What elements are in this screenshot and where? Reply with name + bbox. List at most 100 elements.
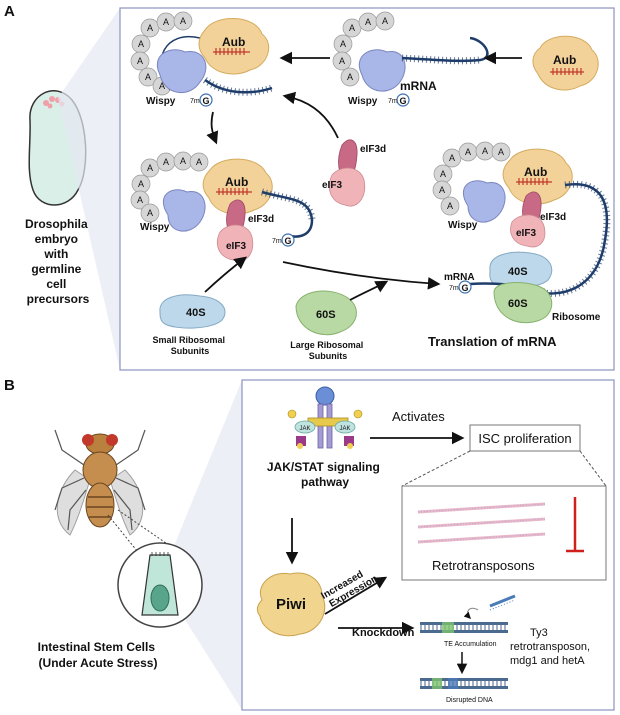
svg-text:G: G: [284, 236, 291, 246]
mrna-label-top: mRNA: [400, 79, 437, 93]
svg-text:A: A: [137, 56, 143, 66]
svg-text:A: A: [159, 81, 165, 91]
svg-text:7m: 7m: [272, 238, 282, 245]
svg-text:A: A: [365, 17, 371, 27]
svg-text:A: A: [447, 201, 453, 211]
piwi-protein: Piwi: [256, 572, 326, 637]
eif3d-label-3: eIF3d: [248, 214, 274, 225]
svg-text:JAK: JAK: [339, 426, 350, 432]
mrna-label-bottom: mRNA: [444, 272, 475, 283]
wispy-label-1: Wispy: [146, 96, 176, 107]
disrupted-dna: [420, 678, 508, 689]
svg-text:40S: 40S: [508, 266, 528, 278]
svg-text:A: A: [138, 179, 144, 189]
svg-text:A: A: [347, 72, 353, 82]
svg-text:A: A: [196, 157, 202, 167]
svg-text:A: A: [340, 39, 346, 49]
aub-label-free: Aub: [553, 53, 576, 67]
svg-text:A: A: [163, 17, 169, 27]
svg-text:7m: 7m: [449, 285, 459, 292]
eif3-label-4: eIF3: [516, 228, 536, 239]
activates-label: Activates: [392, 409, 445, 424]
wispy-label-2: Wispy: [348, 96, 378, 107]
aub-free: Aub: [532, 35, 599, 91]
stem-cell-illustration: [117, 542, 203, 628]
knockdown-label: Knockdown: [352, 627, 415, 639]
ribosome-label: Ribosome: [552, 312, 601, 323]
svg-text:Small Ribosomal Subunits: Small Ribosomal Subunits: [152, 335, 227, 356]
stem-cell-caption: Intestinal Stem Cells (Under Acute Stres…: [38, 640, 159, 670]
inhibition-symbol: [566, 497, 584, 553]
svg-text:A: A: [180, 156, 186, 166]
jak-stat-receptor: JAK JAK: [287, 386, 363, 449]
svg-text:7m: 7m: [388, 98, 398, 105]
eif3-label-free: eIF3: [322, 180, 342, 191]
arrow-60s-to-ribosome: [349, 280, 389, 301]
svg-text:A: A: [147, 208, 153, 218]
isc-zoom-line-2: [579, 450, 607, 487]
svg-text:A: A: [145, 72, 151, 82]
arrow-down-left: [206, 111, 219, 145]
aub-label-1: Aub: [222, 35, 245, 49]
eif3d-label-4: eIF3d: [540, 212, 566, 223]
svg-text:60S: 60S: [508, 298, 528, 310]
svg-text:7m: 7m: [190, 98, 200, 105]
disrupted-dna-label: Disrupted DNA: [446, 697, 493, 704]
svg-text:A: A: [339, 56, 345, 66]
eif3-free: eIF3d eIF3: [322, 139, 386, 207]
subunit-40s-free: 40S Small Ribosomal Subunits: [152, 294, 227, 356]
svg-text:A: A: [482, 146, 488, 156]
arrow-40s-to-complex: [204, 256, 247, 293]
svg-text:A: A: [382, 16, 388, 26]
fly-illustration: [54, 429, 146, 536]
svg-text:A: A: [449, 153, 455, 163]
piwi-label: Piwi: [276, 596, 306, 613]
svg-text:40S: 40S: [186, 307, 206, 319]
increased-expression-arrow: [324, 576, 388, 615]
te-accumulation-dna: [420, 594, 516, 633]
arrow-eif3-to-complex: [282, 91, 339, 139]
svg-text:A: A: [180, 16, 186, 26]
svg-text:A: A: [349, 23, 355, 33]
svg-text:60S: 60S: [316, 309, 336, 321]
retrotransposons-box: [401, 485, 607, 581]
arrow-complex-to-ribosome: [282, 261, 441, 290]
svg-text:A: A: [439, 185, 445, 195]
svg-text:G: G: [461, 283, 468, 293]
isc-zoom-line-1: [401, 450, 471, 487]
svg-text:A: A: [163, 157, 169, 167]
aub-label-4: Aub: [524, 165, 547, 179]
svg-text:JAK: JAK: [299, 426, 310, 432]
zoom-wedge-b: [160, 380, 242, 710]
eif3d-label-free: eIF3d: [360, 144, 386, 155]
svg-text:A: A: [138, 39, 144, 49]
eif3-label-3: eIF3: [226, 241, 246, 252]
wispy-label-3: Wispy: [140, 222, 170, 233]
svg-text:G: G: [202, 96, 209, 106]
panel-a-letter: A: [4, 3, 15, 20]
te-accumulation-label: TE Accumulation: [444, 641, 497, 648]
embryo-caption: Drosophila embryo with germline cell pre…: [25, 217, 91, 306]
svg-text:A: A: [147, 163, 153, 173]
isc-label: ISC proliferation: [478, 431, 571, 446]
svg-text:A: A: [498, 147, 504, 157]
panel-b-letter: B: [4, 377, 15, 394]
ty3-label: Ty3 retrotransposon, mdg1 and hetA: [510, 627, 593, 667]
svg-text:G: G: [399, 96, 406, 106]
svg-text:A: A: [137, 195, 143, 205]
jak-stat-label: JAK/STAT signaling pathway: [267, 460, 383, 489]
retrotransposons-label: Retrotransposons: [432, 558, 535, 573]
svg-text:A: A: [440, 169, 446, 179]
zoom-wedge-a: [58, 8, 120, 370]
translation-title: Translation of mRNA: [428, 334, 557, 349]
aub-label-3: Aub: [225, 175, 248, 189]
svg-text:Large Ribosomal Subunits: Large Ribosomal Subunits: [290, 340, 366, 361]
svg-text:A: A: [147, 23, 153, 33]
wispy-label-4: Wispy: [448, 220, 478, 231]
subunit-60s-free: 60S Large Ribosomal Subunits: [290, 290, 366, 361]
